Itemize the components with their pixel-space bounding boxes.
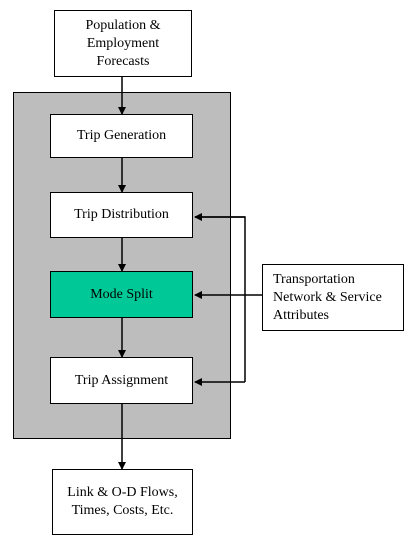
mode-split-box: Mode Split xyxy=(50,271,193,318)
trip-assignment-box: Trip Assignment xyxy=(50,357,193,404)
link-od-flows-output-box: Link & O-D Flows, Times, Costs, Etc. xyxy=(52,469,193,535)
trip-distribution-box: Trip Distribution xyxy=(50,192,193,238)
trip-generation-box: Trip Generation xyxy=(50,114,193,158)
bracket-attributes-feed xyxy=(195,216,246,382)
population-employment-forecasts-box: Population & Employment Forecasts xyxy=(54,10,192,77)
transportation-network-service-attributes-box: Transportation Network & Service Attribu… xyxy=(262,264,404,331)
